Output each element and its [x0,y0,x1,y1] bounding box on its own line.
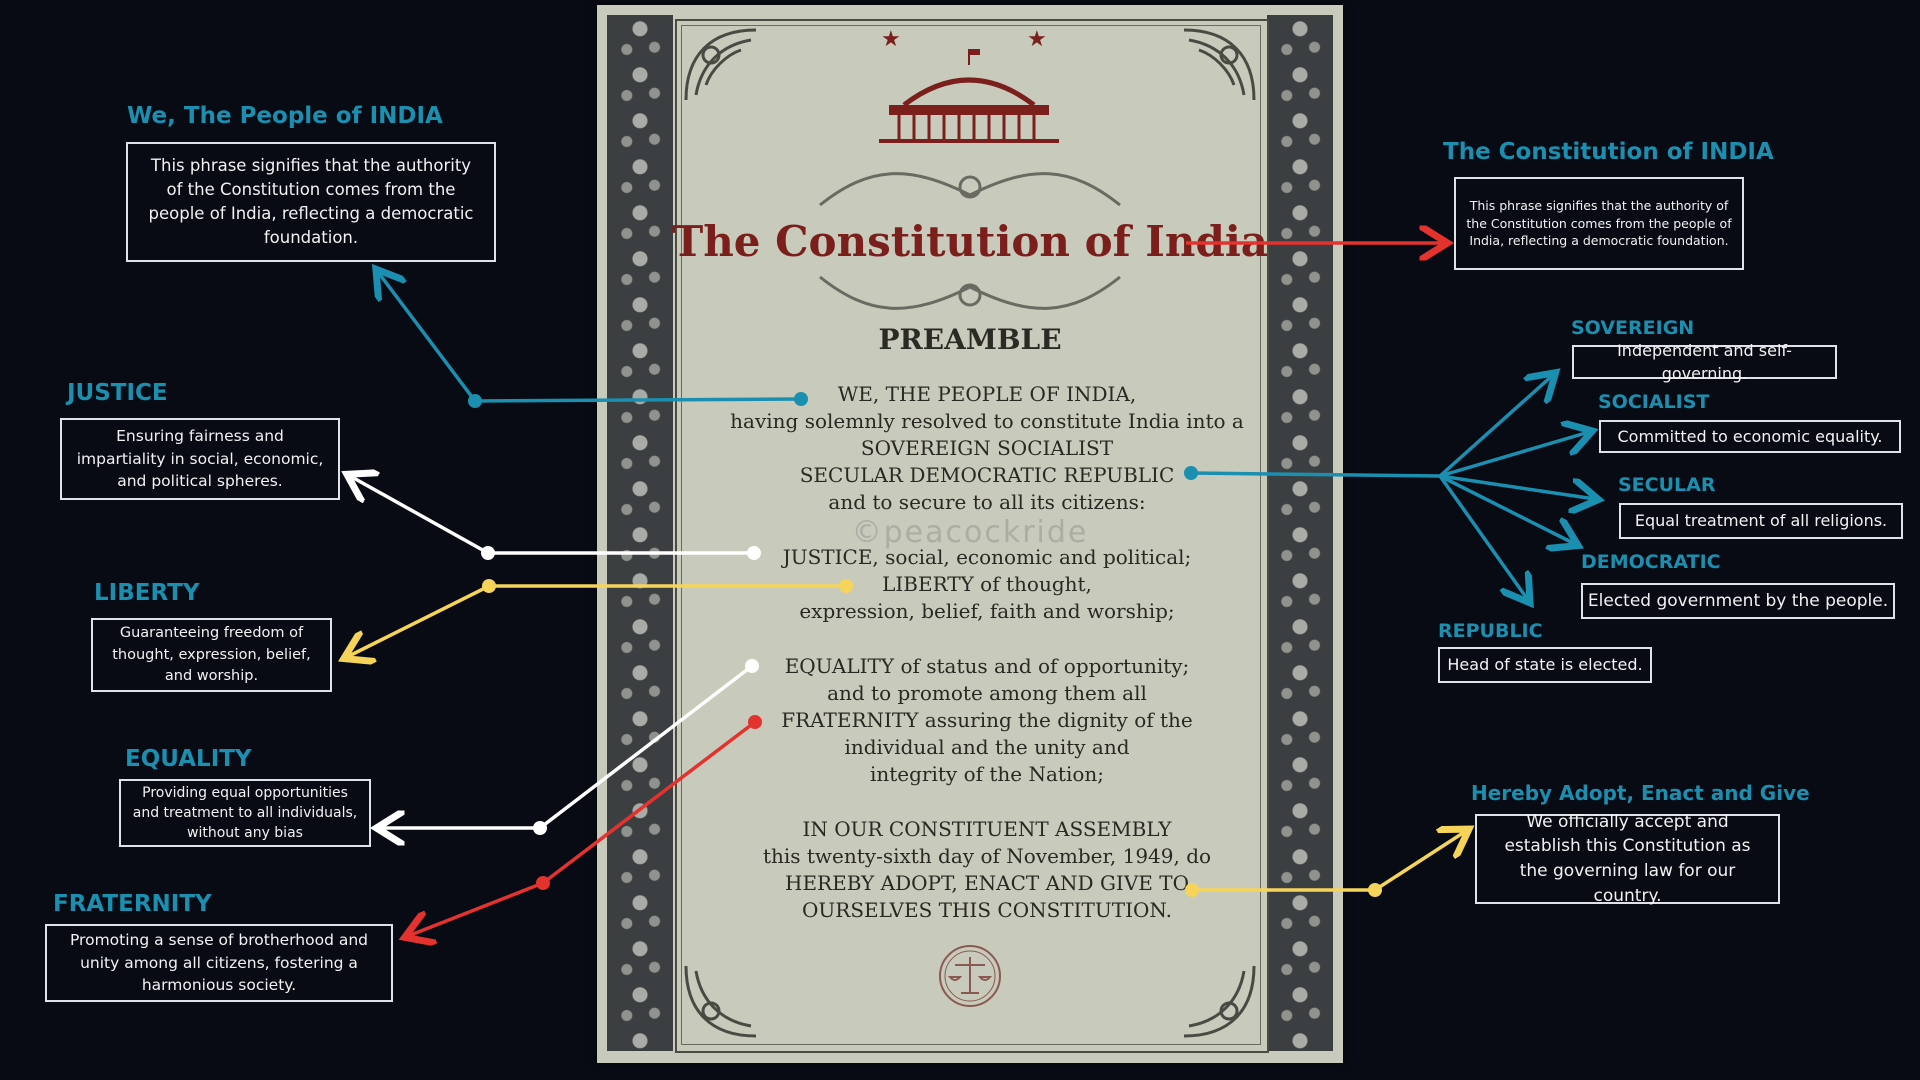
document-frame-inner [681,25,1261,1045]
preamble-line: WE, THE PEOPLE OF INDIA, [837,382,1137,406]
connector-people [378,272,802,403]
secular-description-box: Equal treatment of all religions. [1619,503,1903,539]
sovereign-description-box: Independent and self-governing. [1572,341,1837,383]
people-title: We, The People of INDIA [127,103,443,129]
adopt-description-box: We officially accept and establish this … [1475,812,1780,906]
watermark-text: ©peacockride [851,515,1089,550]
connector-justice [350,476,754,555]
preamble-line: IN OUR CONSTITUENT ASSEMBLY [802,817,1172,841]
preamble-label: PREAMBLE [878,323,1062,356]
fraternity-description-box: Promoting a sense of brotherhood and uni… [45,924,393,1002]
secular-title: SECULAR [1618,474,1716,496]
republic-description-box: Head of state is elected. [1438,647,1652,683]
preamble-line: having solemnly resolved to constitute I… [730,409,1244,433]
preamble-line: LIBERTY of thought, [882,572,1092,596]
connector-liberty [347,584,846,657]
preamble-line: SECULAR DEMOCRATIC REPUBLIC [799,463,1175,487]
scroll-ornament-icon [819,172,1121,207]
fraternity-description: Promoting a sense of brotherhood and uni… [69,931,369,995]
sovereign-description: Independent and self-governing. [1617,340,1792,383]
adopt-title: Hereby Adopt, Enact and Give [1471,781,1810,805]
preamble-line: JUSTICE, social, economic and political; [782,545,1192,569]
equality-description-box: Providing equal opportunities and treatm… [119,779,371,847]
parliament-building-icon [879,49,1059,143]
corner-flourish-icon [684,28,757,101]
republic-description: Head of state is elected. [1447,655,1643,675]
star-icon: ★ [881,27,901,52]
preamble-line: OURSELVES THIS CONSTITUTION. [802,898,1172,922]
people-description-box: This phrase signifies that the authority… [126,142,496,262]
socialist-title: SOCIALIST [1598,391,1710,413]
preamble-line: expression, belief, faith and worship; [799,599,1175,623]
liberty-description: Guaranteeing freedom of thought, express… [112,625,311,684]
star-icon: ★ [1027,27,1047,52]
preamble-line: HEREBY ADOPT, ENACT AND GIVE TO [785,871,1189,895]
connector-sovereign [1438,375,1553,478]
corner-flourish-icon [1183,28,1256,101]
constitution-description-box: This phrase signifies that the authority… [1454,177,1744,270]
justice-title: JUSTICE [67,380,168,406]
scroll-ornament-icon [819,275,1121,310]
republic-title: REPUBLIC [1438,620,1543,642]
preamble-document: ★ ★ The Constitution of India PREAMBLE ©… [597,5,1343,1063]
justice-description-box: Ensuring fairness and impartiality in so… [60,418,340,500]
justice-description: Ensuring fairness and impartiality in so… [76,427,324,491]
preamble-line: individual and the unity and [844,735,1130,759]
right-ornamental-border [1267,15,1333,1051]
connector-democratic [1439,474,1575,544]
scales-of-justice-icon [939,945,1001,1007]
left-ornamental-border [607,15,673,1051]
connector-secular [1439,474,1595,499]
preamble-line: SOVEREIGN SOCIALIST [860,436,1114,460]
secular-description: Equal treatment of all religions. [1634,511,1888,531]
constitution-title: The Constitution of INDIA [1443,139,1774,165]
democratic-description: Elected government by the people. [1587,590,1889,611]
preamble-line: this twenty-sixth day of November, 1949,… [762,844,1212,868]
connector-republic [1438,474,1528,600]
document-frame [675,19,1269,1053]
connector-adopt [1192,831,1466,892]
democratic-title: DEMOCRATIC [1581,551,1721,573]
adopt-description: We officially accept and establish this … [1504,811,1751,906]
liberty-title: LIBERTY [94,580,200,606]
liberty-description-box: Guaranteeing freedom of thought, express… [91,618,332,692]
fraternity-title: FRATERNITY [53,891,212,917]
preamble-line: EQUALITY of status and of opportunity; [784,654,1190,678]
connector-equality [380,664,754,828]
preamble-line: and to promote among them all [827,681,1147,705]
democratic-description-box: Elected government by the people. [1581,583,1895,619]
constitution-description: This phrase signifies that the authority… [1466,198,1732,249]
socialist-description-box: Committed to economic equality. [1599,420,1901,453]
preamble-line: FRATERNITY assuring the dignity of the [781,708,1193,732]
sovereign-title: SOVEREIGN [1571,317,1695,339]
corner-flourish-icon [684,965,757,1038]
equality-title: EQUALITY [125,746,252,772]
corner-flourish-icon [1183,965,1256,1038]
document-heading: The Constitution of India [672,217,1268,266]
preamble-line: integrity of the Nation; [869,762,1105,786]
preamble-line: and to secure to all its citizens: [828,490,1146,514]
connector-socialist [1439,432,1589,478]
people-description: This phrase signifies that the authority… [148,156,474,247]
socialist-description: Committed to economic equality. [1617,426,1883,446]
equality-description: Providing equal opportunities and treatm… [132,784,358,842]
